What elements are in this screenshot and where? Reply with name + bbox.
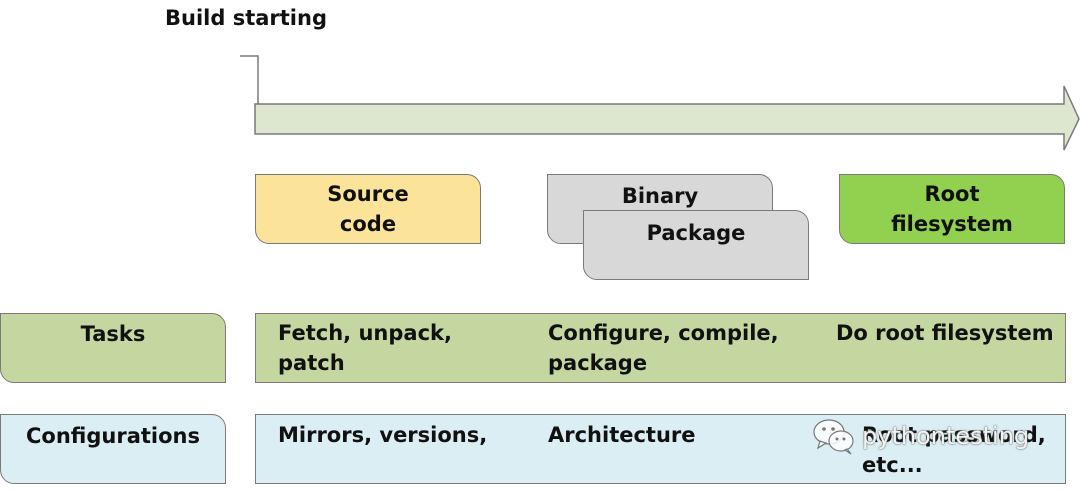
- stage-source-line2: code: [339, 212, 397, 236]
- stage-package: Package: [583, 210, 809, 280]
- timeline-arrow: [254, 85, 1080, 151]
- stage-source-line1: Source: [327, 182, 409, 206]
- tasks-band: [255, 313, 1066, 383]
- tasks-cell-source: Fetch, unpack, patch: [278, 318, 452, 378]
- row-label-tasks: Tasks: [0, 313, 226, 383]
- tasks-cell-binary: Configure, compile, package: [548, 318, 779, 378]
- row-label-configurations-text: Configurations: [26, 424, 200, 448]
- row-label-configurations: Configurations: [0, 414, 226, 484]
- wechat-icon: [813, 419, 854, 455]
- tasks-cell-binary-line1: Configure, compile,: [548, 321, 779, 345]
- config-cell-rootfs-line1: Root password,: [862, 423, 1046, 447]
- timeline-svg: [240, 55, 1080, 151]
- configurations-band: [255, 414, 1066, 484]
- config-cell-rootfs-line2: etc...: [862, 453, 923, 477]
- config-cell-source: Mirrors, versions,: [278, 420, 487, 450]
- tasks-cell-rootfs-line1: Do root filesystem: [836, 321, 1054, 345]
- watermark: pythontesting: [812, 416, 1029, 456]
- stage-binary-label: Binary: [621, 184, 699, 208]
- title-leader-line: [240, 55, 259, 104]
- tasks-cell-rootfs: Do root filesystem: [836, 318, 1054, 348]
- stage-rootfs-line1: Root: [924, 182, 980, 206]
- tasks-cell-source-line2: patch: [278, 351, 345, 375]
- tasks-cell-binary-line2: package: [548, 351, 648, 375]
- stage-package-label: Package: [646, 221, 746, 245]
- watermark-text: pythontesting: [862, 422, 1030, 450]
- tasks-cell-source-line1: Fetch, unpack,: [278, 321, 452, 345]
- row-label-tasks-text: Tasks: [80, 322, 146, 346]
- diagram-title: Build starting: [165, 6, 327, 30]
- config-cell-rootfs: Root password, etc...: [862, 420, 1046, 480]
- stage-rootfs-line2: filesystem: [891, 212, 1013, 236]
- stage-source-code: Source code: [255, 174, 481, 244]
- config-cell-binary-line1: Architecture: [548, 423, 696, 447]
- stage-root-filesystem: Root filesystem: [839, 174, 1065, 244]
- config-cell-source-line1: Mirrors, versions,: [278, 423, 488, 447]
- config-cell-binary: Architecture: [548, 420, 696, 450]
